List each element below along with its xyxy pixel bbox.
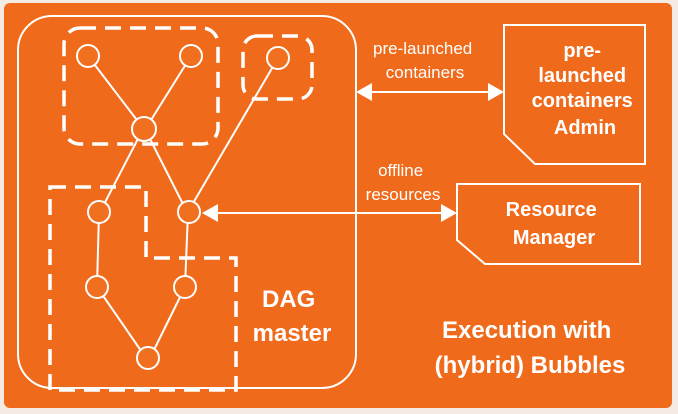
edge	[99, 130, 143, 213]
execution-label: Execution with (hybrid) Bubbles	[435, 317, 626, 379]
arrow-offline	[202, 204, 457, 222]
edge	[96, 211, 100, 288]
dag-master-container	[17, 15, 357, 389]
resource-manager-box	[456, 183, 641, 265]
dag-node	[87, 200, 111, 224]
prelaunched-link-label: pre-launched containers	[373, 39, 477, 82]
dag-node	[266, 46, 290, 70]
dag-nodes	[76, 44, 290, 370]
offline-link-label: offline resources	[366, 161, 441, 204]
arrow-prelaunched	[356, 83, 504, 101]
dag-node	[136, 346, 160, 370]
dag-node	[179, 44, 203, 68]
edge	[145, 130, 188, 213]
dag-edges	[87, 55, 279, 359]
edge	[145, 55, 192, 129]
bubble-lower	[48, 185, 238, 392]
edge	[184, 211, 189, 288]
dag-node	[85, 275, 109, 299]
dag-node	[76, 44, 100, 68]
edge	[149, 286, 186, 359]
dag-node	[131, 116, 157, 142]
dag-master-label: DAG master	[253, 286, 332, 347]
edge	[96, 286, 147, 359]
admin-box	[503, 24, 646, 165]
resource-manager-label: Resource Manager	[506, 199, 603, 249]
dag-node	[177, 200, 201, 224]
edge	[188, 57, 279, 211]
admin-box-label: pre- launched containers Admin	[532, 40, 639, 139]
edge	[87, 55, 144, 129]
bubble-top-right	[241, 34, 314, 101]
dag-node	[173, 275, 197, 299]
bubble-top-left	[62, 26, 220, 146]
